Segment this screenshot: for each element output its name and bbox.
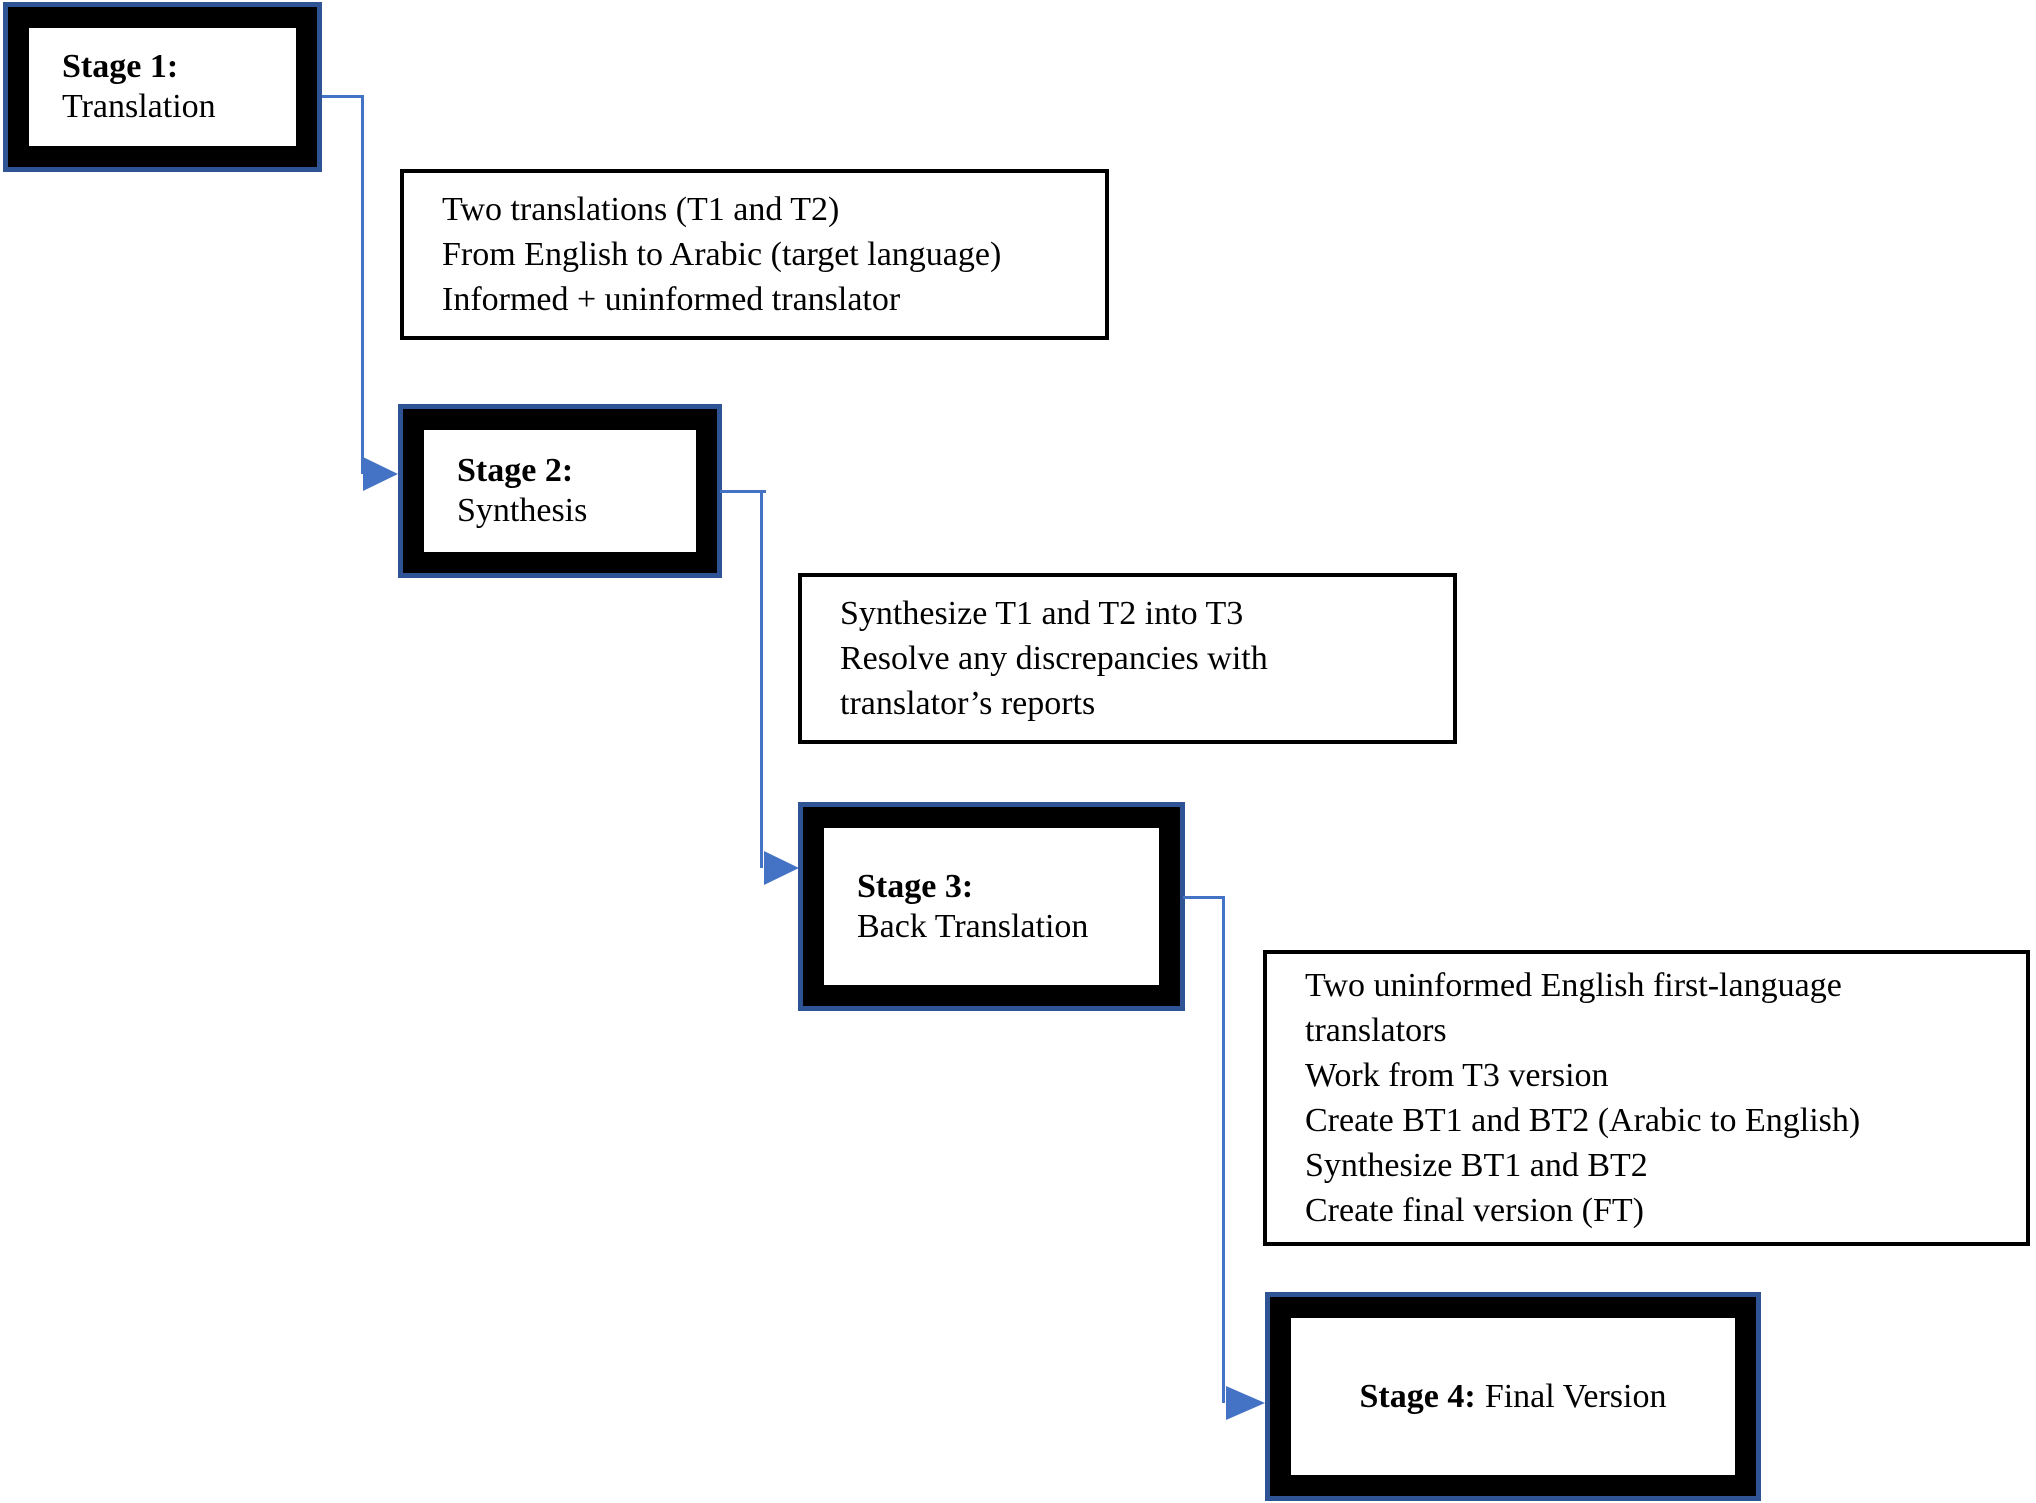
connector-2-horizontal-line (720, 490, 766, 493)
connector-2-vertical-line (760, 490, 763, 868)
connector-1-horizontal-line (322, 95, 364, 98)
annotation-line: Create BT1 and BT2 (Arabic to English) (1305, 1102, 1861, 1139)
annotation-line: Informed + uninformed translator (442, 281, 901, 318)
stage-4-name: Final Version (1484, 1377, 1667, 1415)
connector-3-vertical-line (1222, 896, 1225, 1403)
stage-3-name: Back Translation (857, 907, 1089, 945)
stage-4-box: Stage 4: Final Version (1265, 1292, 1761, 1501)
stage-3-label: Stage 3: (857, 867, 974, 905)
annotation-line: Work from T3 version (1305, 1057, 1609, 1094)
annotation-stage-2-box: Synthesize T1 and T2 into T3 Resolve any… (798, 573, 1457, 744)
annotation-line: Resolve any discrepancies with (840, 640, 1268, 677)
stage-2-box: Stage 2: Synthesis (398, 404, 722, 578)
stage-1-label: Stage 1: (62, 48, 179, 85)
annotation-line: Two uninformed English first-language (1305, 967, 1842, 1004)
connector-1-arrowhead-icon (363, 457, 398, 491)
annotation-line: Synthesize T1 and T2 into T3 (840, 595, 1244, 632)
annotation-line: Two translations (T1 and T2) (442, 191, 840, 228)
stage-4-label: Stage 4: (1359, 1377, 1476, 1415)
stage-1-inner: Stage 1: Translation (29, 28, 296, 146)
annotation-line: Create final version (FT) (1305, 1192, 1644, 1229)
stage-1-box: Stage 1: Translation (3, 2, 322, 172)
annotation-line: translator’s reports (840, 685, 1096, 722)
stage-2-label: Stage 2: (457, 452, 574, 489)
connector-2-arrowhead-icon (764, 851, 799, 885)
stage-2-name: Synthesis (457, 492, 588, 529)
stage-3-inner: Stage 3: Back Translation (824, 828, 1159, 985)
annotation-line: translators (1305, 1012, 1447, 1049)
stage-1-name: Translation (62, 88, 216, 125)
stage-2-inner: Stage 2: Synthesis (424, 430, 696, 552)
annotation-stage-1-box: Two translations (T1 and T2) From Englis… (400, 169, 1109, 340)
annotation-line: From English to Arabic (target language) (442, 236, 1002, 273)
annotation-stage-3-box: Two uninformed English first-language tr… (1263, 950, 2030, 1246)
connector-3-arrowhead-icon (1226, 1386, 1265, 1420)
connector-3-horizontal-line (1183, 896, 1225, 899)
stage-4-inner: Stage 4: Final Version (1291, 1318, 1735, 1475)
connector-1-vertical-line (361, 95, 364, 474)
stage-3-box: Stage 3: Back Translation (798, 802, 1185, 1011)
annotation-line: Synthesize BT1 and BT2 (1305, 1147, 1648, 1184)
